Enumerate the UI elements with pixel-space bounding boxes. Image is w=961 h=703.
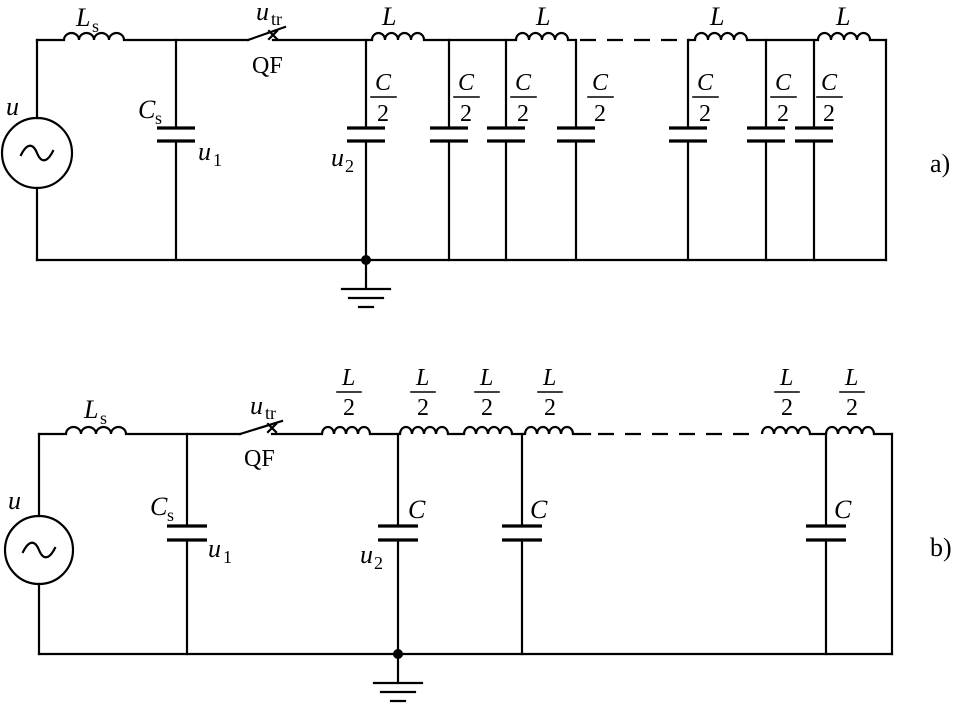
sine-wave-icon [21, 541, 57, 559]
ls-subscript: s [100, 408, 107, 428]
ground-icon [340, 258, 392, 309]
cap-numerator: C [592, 70, 609, 96]
inductor-icon [398, 425, 450, 435]
ind-denominator: 2 [544, 395, 556, 421]
inductor-icon [370, 31, 426, 41]
ind-denominator: 2 [781, 395, 793, 421]
cs-label: C [138, 95, 156, 124]
ind-numerator: L [479, 365, 493, 391]
cs-subscript: s [155, 108, 162, 128]
u2-label: u [331, 143, 344, 172]
ind-numerator: L [542, 365, 556, 391]
u1-subscript: 1 [213, 150, 222, 170]
ind-denominator: 2 [481, 395, 493, 421]
cap-numerator: C [821, 70, 838, 96]
ind-l2-label-4: L 2 [537, 365, 563, 421]
ind-l2-label-5: L 2 [774, 365, 800, 421]
cap-denominator: 2 [517, 101, 529, 127]
ind-l2-label-2: L 2 [410, 365, 436, 421]
cap-c2-6: C 2 [747, 38, 797, 262]
cap-denominator: 2 [823, 101, 835, 127]
ind-numerator: L [415, 365, 429, 391]
panel-label: b) [930, 533, 952, 562]
cap-c-3: C [806, 432, 852, 656]
ind-l2-label-6: L 2 [839, 365, 865, 421]
utr-label: u [250, 391, 263, 420]
cap-numerator: C [775, 70, 792, 96]
u1-label: u [198, 137, 211, 166]
cs-label: C [150, 492, 168, 521]
inductor-icon [320, 425, 372, 435]
cap-denominator: 2 [594, 101, 606, 127]
ls-subscript: s [92, 16, 99, 36]
u2-label: u [360, 540, 373, 569]
cap-numerator: C [375, 70, 392, 96]
cap-label: C [408, 495, 426, 524]
cap-label: C [530, 495, 548, 524]
cap-denominator: 2 [377, 101, 389, 127]
ind-denominator: 2 [846, 395, 858, 421]
utr-subscript: tr [271, 9, 282, 29]
sine-wave-icon [19, 144, 55, 162]
inductor-label: L [381, 2, 396, 31]
switch-label: QF [244, 446, 275, 472]
cap-denominator: 2 [699, 101, 711, 127]
u2-subscript: 2 [345, 156, 354, 176]
cap-denominator: 2 [460, 101, 472, 127]
inductor-icon [514, 31, 570, 41]
inductor-icon [824, 425, 876, 435]
ind-denominator: 2 [417, 395, 429, 421]
ind-numerator: L [341, 365, 355, 391]
cap-c-2: C [502, 432, 548, 656]
cs-subscript: s [167, 505, 174, 525]
switch-contact-icon [267, 29, 279, 41]
circuit-b: u L s C s u 1 u tr QF [3, 365, 952, 703]
cap-c2-3: C 2 [487, 38, 537, 262]
circuit-a: u L s C s u 1 u tr QF L L [0, 0, 950, 309]
inductor-icon [523, 425, 575, 435]
source-label: u [6, 92, 19, 121]
ground-icon [372, 652, 424, 703]
ls-inductor-icon [64, 425, 128, 435]
ind-l2-label-3: L 2 [474, 365, 500, 421]
ls-inductor-icon [62, 31, 126, 41]
switch-blade-icon [246, 25, 287, 42]
source-label: u [8, 486, 21, 515]
ls-label: L [83, 395, 98, 424]
panel-label: a) [930, 149, 950, 178]
cap-denominator: 2 [777, 101, 789, 127]
cap-numerator: C [697, 70, 714, 96]
inductor-icon [462, 425, 514, 435]
utr-label: u [256, 0, 269, 26]
inductor-label: L [535, 2, 550, 31]
inductor-label: L [709, 2, 724, 31]
ind-l2-label-1: L 2 [336, 365, 362, 421]
switch-label: QF [252, 53, 283, 79]
inductor-icon [816, 31, 872, 41]
cap-c2-4: C 2 [557, 38, 614, 262]
ind-denominator: 2 [343, 395, 355, 421]
utr-subscript: tr [265, 403, 276, 423]
inductor-icon [760, 425, 812, 435]
cap-numerator: C [515, 70, 532, 96]
switch-blade-icon [238, 419, 284, 436]
ind-numerator: L [844, 365, 858, 391]
cap-c2-2: C 2 [430, 38, 480, 262]
cap-c-1: C [378, 432, 426, 656]
switch-contact-icon [266, 422, 278, 434]
u1-subscript: 1 [223, 547, 232, 567]
inductor-icon [693, 31, 749, 41]
cap-label: C [834, 495, 852, 524]
cap-c2-7: C 2 [795, 38, 843, 262]
cap-c2-5: C 2 [669, 38, 719, 262]
ind-numerator: L [779, 365, 793, 391]
inductor-label: L [835, 2, 850, 31]
ls-label: L [75, 3, 90, 32]
cap-c2-1: C 2 [347, 38, 397, 262]
u1-label: u [208, 534, 221, 563]
cap-numerator: C [458, 70, 475, 96]
u2-subscript: 2 [374, 553, 383, 573]
